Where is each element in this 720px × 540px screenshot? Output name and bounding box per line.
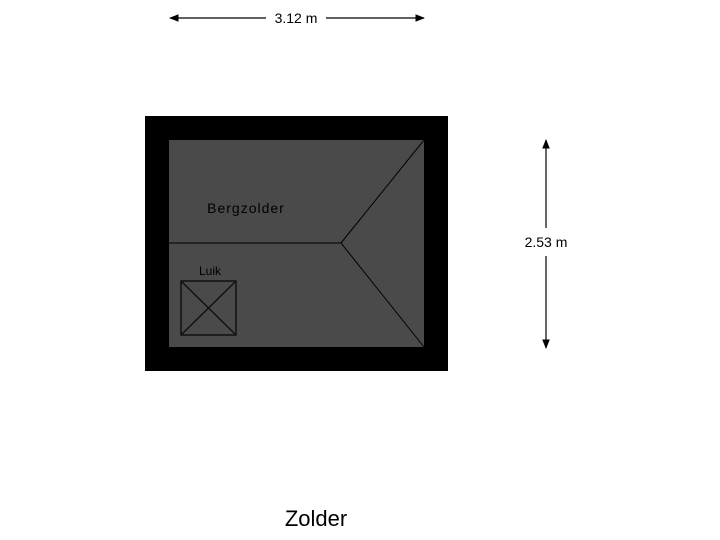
roof-lines [169, 139, 425, 348]
hip-line-bottom [340, 242, 425, 348]
room-label: Bergzolder [207, 200, 285, 216]
height-dimension: 2.53 m [525, 139, 568, 349]
width-dimension-label: 3.12 m [275, 10, 318, 26]
hip-line-top [340, 139, 425, 244]
height-dimension-label: 2.53 m [525, 234, 568, 250]
hatch-icon [180, 280, 237, 336]
hatch-label: Luik [199, 264, 222, 278]
width-dimension: 3.12 m [169, 10, 425, 26]
floor-title: Zolder [284, 506, 348, 531]
